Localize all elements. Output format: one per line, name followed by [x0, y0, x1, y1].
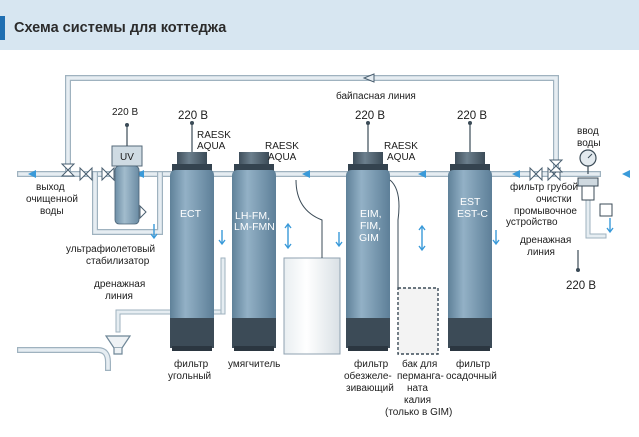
tank3-aqua: AQUA — [387, 152, 416, 163]
output-label-3: воды — [40, 206, 64, 217]
tank2-aqua: AQUA — [268, 152, 297, 163]
flow-arrows — [28, 170, 630, 252]
tank4-model-2: EST-C — [457, 208, 488, 220]
permanganate-caption-5: (только в GIM) — [385, 407, 452, 418]
arrow-left-2 — [302, 170, 310, 178]
arrow-down-1 — [218, 230, 226, 246]
tank3-caption-1: фильтр — [354, 358, 389, 370]
tank3-model-1: EIM, — [360, 208, 382, 220]
permanganate-caption-1: бак для — [402, 358, 437, 370]
tank2-model-1: LH-FM, — [235, 210, 270, 222]
title-band: Схема системы для коттеджа — [0, 0, 639, 50]
bypass-arrow — [362, 73, 375, 83]
valve-bypass-right — [548, 159, 564, 173]
tank3-voltage: 220 В — [355, 110, 385, 122]
output-label-2: очищенной — [26, 194, 78, 205]
drain-right-1: дренажная — [520, 235, 571, 246]
bypass-pipe — [65, 75, 559, 177]
arrow-updown-2b — [284, 238, 292, 250]
tank4-caption-2: осадочный — [446, 371, 497, 382]
right-voltage: 220 В — [566, 280, 596, 292]
page-title: Схема системы для коттеджа — [14, 20, 227, 36]
tank3-caption-3: зивающий — [346, 383, 394, 394]
left-labels: выход очищенной воды ультрафиолетовый ст… — [26, 182, 155, 302]
drain-left-1: дренажная — [94, 279, 145, 290]
uv-caption-1: ультрафиолетовый — [66, 243, 155, 255]
drain-right-2: линия — [527, 247, 555, 258]
valve-uv-2 — [139, 204, 147, 220]
arrow-down-5 — [492, 230, 500, 246]
uv-voltage: 220 В — [112, 107, 138, 118]
bypass-label: байпасная линия — [336, 90, 416, 102]
arrow-left-1 — [136, 170, 144, 178]
arrow-updown-2 — [284, 222, 292, 238]
valve-in-1 — [529, 166, 543, 182]
brine-tank — [283, 179, 341, 355]
arrow-updown-4b — [418, 240, 426, 252]
title-accent — [0, 16, 5, 40]
tank4-model-1: EST — [460, 196, 481, 208]
permanganate-caption-2: перманга- — [397, 371, 444, 382]
arrow-left-4 — [512, 170, 520, 178]
tank-iron — [346, 121, 400, 351]
arrow-down-flush — [606, 218, 614, 234]
tank1-caption-2: угольный — [168, 371, 211, 382]
coarse-filter-2: очистки — [536, 194, 572, 205]
tank-softener — [232, 152, 276, 351]
tank2-caption-1: умягчитель — [228, 359, 280, 370]
tank2-model-2: LM-FMN — [234, 221, 275, 233]
coarse-filter-1: фильтр грубой — [510, 181, 578, 193]
drain-funnel — [104, 335, 132, 355]
uv-label: UV — [120, 152, 134, 163]
floor-drain — [17, 347, 111, 371]
permanganate-tank — [397, 287, 439, 355]
drain-left-2: линия — [105, 291, 133, 302]
coarse-filter — [577, 177, 599, 201]
arrow-left-out — [28, 170, 36, 178]
tank3-model-3: GIM — [359, 232, 379, 244]
tank4-voltage: 220 В — [457, 110, 487, 122]
right-labels: ввод воды фильтр грубой очистки промывоч… — [506, 126, 601, 292]
tank3-model-2: FIM, — [360, 220, 381, 232]
tank2-raesk: RAESK — [265, 141, 299, 152]
uv-branch-pipe — [92, 171, 163, 235]
tank-ect — [170, 121, 214, 351]
tank3-caption-2: обезжеле- — [344, 370, 392, 382]
tank1-raesk: RAESK — [197, 130, 231, 141]
drain-pipe-right — [585, 197, 607, 239]
tank1-model: ECT — [180, 208, 202, 220]
tank4-caption-1: фильтр — [456, 358, 491, 370]
permanganate-caption-3: ната — [407, 383, 428, 394]
pressure-gauge — [579, 149, 597, 174]
tank-captions: фильтр угольный умягчитель фильтр обезже… — [168, 358, 497, 418]
tank1-voltage: 220 В — [178, 110, 208, 122]
tank1-aqua: AQUA — [197, 141, 226, 152]
arrow-updown-4 — [418, 224, 426, 240]
valve-out — [79, 166, 93, 182]
input-label-2: воды — [577, 138, 601, 149]
permanganate-caption-4: калия — [404, 395, 431, 406]
arrow-left-3 — [418, 170, 426, 178]
flush-device — [576, 203, 613, 272]
tank1-caption-1: фильтр — [174, 358, 209, 370]
output-label-1: выход — [36, 182, 65, 193]
arrow-left-in — [622, 170, 630, 178]
uv-sterilizer: UV — [111, 123, 143, 225]
flush-label-1: промывочное — [514, 206, 577, 217]
valves — [60, 159, 564, 220]
valve-bypass-left — [60, 163, 76, 177]
input-label-1: ввод — [577, 126, 599, 137]
arrow-down-uv — [150, 224, 158, 240]
arrow-down-3 — [335, 232, 343, 248]
tank-sediment — [448, 121, 492, 351]
uv-caption-2: стабилизатор — [86, 255, 150, 267]
flush-label-2: устройство — [506, 217, 558, 228]
tank3-raesk: RAESK — [384, 141, 418, 152]
valve-uv-1 — [101, 166, 115, 182]
